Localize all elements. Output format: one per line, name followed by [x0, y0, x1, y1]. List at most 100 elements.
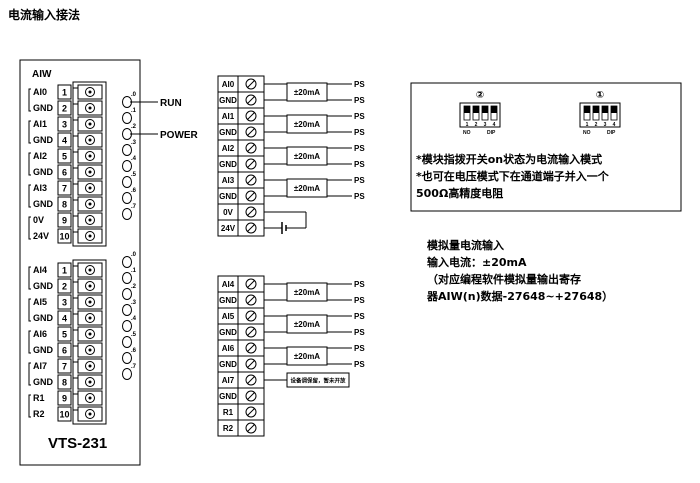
lower-terminal-label: AI5 — [222, 312, 235, 321]
module-lower-label: GND — [33, 345, 54, 355]
upper-source-label: ±20mA — [294, 88, 320, 97]
lower-screw-icon — [245, 422, 257, 434]
module-lower-screw-icon — [85, 377, 95, 387]
module-upper-pair-bracket — [28, 88, 31, 112]
module-upper-number: 4 — [62, 136, 67, 146]
lower-terminal-label: R1 — [223, 408, 234, 417]
lower-led-label: .5 — [131, 332, 137, 338]
module-lower-label: AI4 — [33, 265, 47, 275]
dip-note-box — [410, 82, 682, 212]
module-upper-number: 3 — [62, 120, 67, 130]
dip-note-1: *模块指拨开关on状态为电流输入模式 — [416, 153, 603, 166]
lower-current-source — [286, 314, 328, 334]
upper-ps-label: PS — [354, 176, 365, 185]
module-lower-cell — [77, 326, 103, 342]
module-lower-label: R2 — [33, 409, 45, 419]
module-upper-cell — [77, 196, 103, 212]
module-lower-screw-icon — [85, 409, 95, 419]
module-upper-label: GND — [33, 199, 54, 209]
upper-screw-icon — [245, 94, 257, 106]
module-upper-screw-icon — [85, 199, 95, 209]
upper-screw-icon — [245, 222, 257, 234]
upper-led-label: .3 — [131, 140, 137, 146]
lower-led-icon — [122, 288, 132, 300]
dip-2-toggle — [482, 106, 488, 113]
upper-current-source — [286, 146, 328, 166]
dip-1-on-label: NO — [583, 130, 591, 136]
dip-note-3: 500Ω高精度电阻 — [416, 187, 504, 200]
upper-current-source — [286, 82, 328, 102]
lower-source-label: ±20mA — [294, 352, 320, 361]
upper-led-icon — [122, 144, 132, 156]
module-upper-cell — [77, 148, 103, 164]
upper-ps-label: PS — [354, 112, 365, 121]
lower-ps-label: PS — [354, 328, 365, 337]
upper-screw-slot — [247, 192, 255, 200]
module-upper-screw-center — [88, 90, 92, 94]
lower-ps-label: PS — [354, 312, 365, 321]
module-upper-pair-bracket — [28, 184, 31, 208]
lower-screw-icon — [245, 358, 257, 370]
info-line-3: （对应编程软件模拟量输出寄存 — [427, 273, 581, 286]
upper-screw-slot — [247, 208, 255, 216]
dip-2-on-label: NO — [463, 130, 471, 136]
upper-led-icon — [122, 160, 132, 172]
upper-ps-label: PS — [354, 192, 365, 201]
lower-screw-slot — [247, 296, 255, 304]
module-lower-number-box — [57, 262, 72, 278]
lower-screw-slot — [247, 408, 255, 416]
upper-terminal-label: AI0 — [222, 80, 235, 89]
module-upper-screw-center — [88, 202, 92, 206]
dip-2-pin-label: 2 — [475, 122, 478, 128]
upper-ps-label: PS — [354, 144, 365, 153]
run-label: RUN — [160, 98, 182, 109]
module-lower-number-box — [57, 326, 72, 342]
dip-2-toggle — [491, 106, 497, 113]
module-upper-screw-center — [88, 170, 92, 174]
info-line-2: 输入电流：±20mA — [427, 256, 527, 269]
dip-1-toggle — [611, 106, 617, 113]
upper-screw-icon — [245, 206, 257, 218]
module-lower-screw-icon — [85, 329, 95, 339]
module-lower-number: 10 — [59, 410, 69, 420]
lower-screw-icon — [245, 390, 257, 402]
upper-led-label: .0 — [131, 92, 137, 98]
module-upper-number-box — [57, 212, 72, 228]
lower-led-icon — [122, 256, 132, 268]
module-upper-cell — [77, 116, 103, 132]
lower-ps-label: PS — [354, 280, 365, 289]
module-lower-label: AI6 — [33, 329, 47, 339]
module-lower-number-box — [57, 278, 72, 294]
dip-1-number: ① — [596, 90, 604, 101]
upper-led-label: .1 — [131, 108, 137, 114]
lower-screw-slot — [247, 312, 255, 320]
module-upper-label: AI0 — [33, 87, 47, 97]
lower-screw-slot — [247, 392, 255, 400]
lower-led-icon — [122, 320, 132, 332]
module-name: VTS-231 — [48, 435, 107, 452]
module-lower-label: AI5 — [33, 297, 47, 307]
module-upper-number-box — [57, 84, 72, 100]
lower-led-label: .0 — [131, 252, 137, 258]
module-upper-number: 5 — [62, 152, 67, 162]
lower-screw-slot — [247, 344, 255, 352]
module-lower-cell — [77, 358, 103, 374]
dip-2-toggle — [473, 106, 479, 113]
lower-current-source — [286, 346, 328, 366]
dip-2-pin-label: 1 — [466, 122, 469, 128]
page-title: 电流输入接法 — [8, 8, 81, 22]
upper-terminal-label: 0V — [223, 208, 233, 217]
lower-screw-icon — [245, 310, 257, 322]
lower-screw-slot — [247, 360, 255, 368]
module-upper-label: AI3 — [33, 183, 47, 193]
module-lower-number-box — [57, 374, 72, 390]
module-upper-number-box — [57, 132, 72, 148]
module-lower-screw-center — [88, 268, 92, 272]
dip-1-pin-label: 2 — [595, 122, 598, 128]
upper-led-label: .5 — [131, 172, 137, 178]
upper-terminal-label: GND — [219, 160, 237, 169]
dip-2-dip-label: DIP — [487, 130, 496, 136]
module-lower-cell — [77, 294, 103, 310]
